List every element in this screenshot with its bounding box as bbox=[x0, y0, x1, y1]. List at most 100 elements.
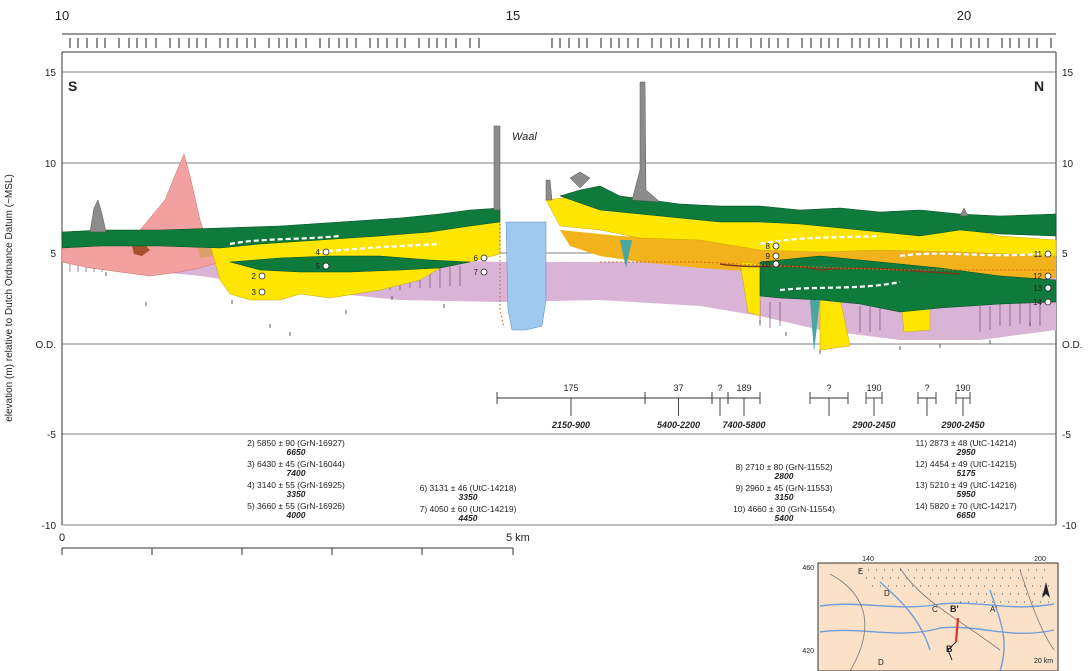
inset-map-frame bbox=[817, 562, 1059, 671]
y-tick-left: 5 bbox=[50, 249, 56, 260]
inset-land-stipple bbox=[860, 569, 1050, 603]
clay-lower-left bbox=[229, 255, 471, 273]
sample-marker-dot bbox=[322, 248, 330, 256]
north-arrow-icon bbox=[1042, 582, 1050, 598]
y-axis-label: elevation (m) relative to Dutch Ordnance… bbox=[4, 174, 15, 422]
bracket-number: 190 bbox=[866, 383, 881, 393]
south-label: S bbox=[68, 78, 77, 94]
sample-marker-dot bbox=[480, 268, 488, 276]
date-line: 10) 4660 ± 30 (GrN-11554) bbox=[733, 504, 835, 514]
inset-letter-a-prime: A' bbox=[990, 605, 997, 614]
peat-base-ticks bbox=[105, 272, 1031, 354]
bracket-number: 37 bbox=[673, 383, 683, 393]
sample-marker-label: 10 bbox=[761, 260, 770, 269]
clay-lower-right bbox=[759, 255, 1057, 313]
sample-marker-label: 6 bbox=[474, 254, 479, 263]
sample-marker-dot bbox=[258, 272, 266, 280]
inset-letter-c: C bbox=[932, 605, 938, 614]
sample-marker-label: 3 bbox=[252, 288, 257, 297]
borehole-ticks bbox=[69, 38, 1052, 48]
boundary-line bbox=[600, 261, 1056, 271]
date-line: 6) 3131 ± 46 (UtC-14218) bbox=[420, 483, 517, 493]
dike-right bbox=[569, 81, 661, 203]
bracket-number: ? bbox=[826, 383, 831, 393]
bracket-number: 175 bbox=[563, 383, 578, 393]
date-line: 8) 2710 ± 80 (GrN-11552) bbox=[735, 462, 832, 472]
bracket-age: 2150-900 bbox=[551, 420, 590, 430]
y-tick-left: 15 bbox=[45, 68, 57, 79]
top-tick-10: 10 bbox=[55, 8, 69, 23]
y-tick-right: -5 bbox=[1062, 430, 1071, 441]
date-calibrated: 6650 bbox=[287, 447, 306, 457]
date-calibrated: 4000 bbox=[286, 510, 306, 520]
date-line: 11) 2873 ± 48 (UtC-14214) bbox=[916, 438, 1017, 448]
inset-letter-e: E bbox=[858, 567, 863, 576]
date-line: 5) 3660 ± 55 (GrN-16926) bbox=[247, 501, 345, 511]
inset-scale: 20 km bbox=[1034, 658, 1053, 665]
inset-roads bbox=[829, 567, 1055, 671]
y-tick-left: O.D. bbox=[35, 340, 56, 351]
clay-top bbox=[61, 207, 501, 249]
date-line: 3) 6430 ± 45 (GrN-16044) bbox=[247, 459, 345, 469]
river-bank-dots bbox=[499, 224, 505, 329]
date-calibrated: 2800 bbox=[774, 471, 794, 481]
scale-start: 0 bbox=[59, 532, 65, 544]
scale-end: 5 km bbox=[506, 532, 530, 544]
inset-letter-d: D bbox=[884, 589, 890, 598]
date-line: 14) 5820 ± 70 (UtC-14217) bbox=[915, 501, 1017, 511]
inset-map: 140 200 460 420 E D C B' A' B D 20 km bbox=[802, 556, 1059, 671]
stratigraphy bbox=[61, 81, 1057, 354]
date-calibrated: 3150 bbox=[775, 492, 794, 502]
sample-marker-label: 4 bbox=[316, 248, 321, 257]
date-calibrated: 5175 bbox=[957, 468, 976, 478]
inset-letter-b-prime: B' bbox=[950, 604, 959, 614]
bracket-age: 2900-2450 bbox=[851, 420, 895, 430]
sample-marker-dot bbox=[322, 262, 330, 270]
bracket-age: 5400-2200 bbox=[657, 420, 700, 430]
sample-marker-dot bbox=[480, 254, 488, 262]
river-label: Waal bbox=[512, 131, 537, 143]
inset-profile-trace bbox=[947, 641, 957, 661]
bracket-number: 190 bbox=[955, 383, 970, 393]
top-tick-20: 20 bbox=[957, 8, 971, 23]
bracket-number: ? bbox=[717, 383, 722, 393]
date-line: 4) 3140 ± 55 (GrN-16925) bbox=[247, 480, 345, 490]
date-line: 2) 5850 ± 90 (GrN-16927) bbox=[247, 438, 345, 448]
sample-marker-dot bbox=[772, 260, 780, 268]
top-distance-axis: 10 15 20 bbox=[55, 8, 1056, 53]
date-line: 7) 4050 ± 60 (UtC-14219) bbox=[420, 504, 517, 514]
sample-marker-dot bbox=[258, 288, 266, 296]
inset-x-tick-200: 200 bbox=[1034, 556, 1046, 563]
dike-left bbox=[89, 199, 107, 233]
inset-x-tick-140: 140 bbox=[862, 556, 874, 563]
sample-marker-dot bbox=[772, 252, 780, 260]
y-tick-right: 5 bbox=[1062, 249, 1068, 260]
date-line: 13) 5210 ± 49 (UtC-14216) bbox=[915, 480, 1017, 490]
y-tick-right: -10 bbox=[1062, 521, 1077, 532]
sample-marker-label: 13 bbox=[1033, 284, 1042, 293]
scale-bar: 0 5 km bbox=[59, 532, 530, 555]
inset-y-tick-460: 460 bbox=[802, 565, 814, 572]
sample-marker-label: 11 bbox=[1034, 250, 1043, 259]
inset-letter-b: B bbox=[946, 644, 953, 654]
bracket-number: 189 bbox=[736, 383, 751, 393]
dune-body bbox=[61, 153, 221, 277]
inset-letter-d2: D bbox=[878, 658, 884, 667]
sample-marker-label: 14 bbox=[1033, 298, 1042, 307]
date-calibrated: 5950 bbox=[957, 489, 976, 499]
top-tick-15: 15 bbox=[506, 8, 520, 23]
north-label: N bbox=[1034, 78, 1044, 94]
age-brackets: 175 2150-900 37 5400-2200? 189 7400-5800? 190 2… bbox=[496, 383, 985, 430]
sample-marker-dot bbox=[1044, 298, 1052, 306]
peat-band bbox=[719, 263, 961, 275]
sample-marker-label: 7 bbox=[474, 268, 479, 277]
river-channel bbox=[505, 221, 547, 331]
y-tick-right: O.D. bbox=[1062, 340, 1083, 351]
date-calibrated: 6650 bbox=[957, 510, 976, 520]
sample-marker-dot bbox=[1044, 272, 1052, 280]
bracket-age: 7400-5800 bbox=[722, 420, 765, 430]
y-tick-left: -5 bbox=[47, 430, 56, 441]
